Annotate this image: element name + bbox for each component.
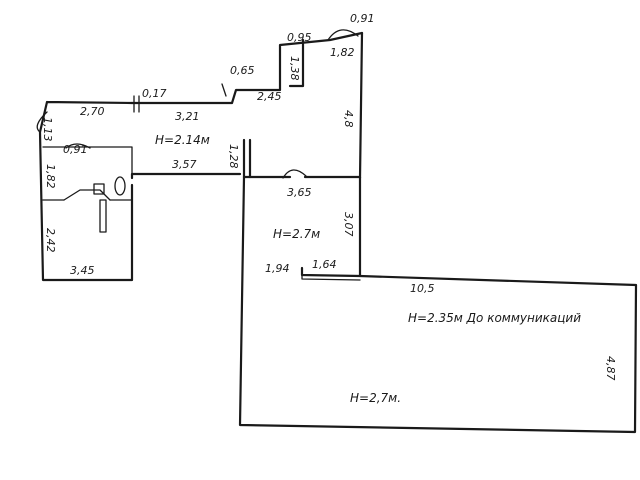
- dim-label: 0,91: [63, 143, 88, 156]
- corridor-right-wall: [358, 31, 364, 180]
- dim-label: 2,42: [44, 228, 57, 253]
- dim-label: 0,95: [287, 31, 312, 44]
- top-right-closet: [288, 38, 305, 88]
- height-label: H=2,7м.: [350, 391, 401, 405]
- dim-label: 1,38: [288, 56, 301, 81]
- dim-label: 3,21: [175, 110, 200, 123]
- corridor-notch: [133, 95, 140, 113]
- dim-label: 10,5: [410, 282, 435, 295]
- dim-label: 2,70: [80, 105, 105, 118]
- dim-label: 0,91: [350, 12, 375, 25]
- corridor-stub: [242, 138, 252, 179]
- bathtub-fixture: [63, 189, 111, 201]
- dim-label: 1,28: [227, 144, 240, 169]
- height-label: H=2.14м: [155, 133, 210, 147]
- dim-label: 1,82: [44, 164, 57, 189]
- dim-label: 4,87: [604, 356, 617, 381]
- middle-room-walls: [242, 175, 362, 278]
- hall-top-small: [221, 83, 227, 97]
- middle-room-door: [282, 169, 307, 179]
- corridor-top-wall: [130, 31, 364, 105]
- left-door-swing: [36, 111, 48, 133]
- pipe-fixture: [99, 199, 107, 233]
- height-label: H=2.35м До коммуникаций: [408, 311, 581, 325]
- dim-label: 3,45: [70, 264, 95, 277]
- top-right-door: [327, 29, 359, 41]
- dim-label: 1,13: [41, 117, 54, 142]
- toilet-fixture: [114, 176, 126, 196]
- sink-fixture: [93, 183, 105, 195]
- dim-label: 1,64: [312, 258, 337, 271]
- dim-label: 3,57: [172, 158, 197, 171]
- dim-label: 4,8: [342, 110, 355, 128]
- left-wing-outer-wall: [38, 100, 134, 282]
- dim-label: 0,17: [142, 87, 167, 100]
- corridor-bottom-wall: [130, 172, 242, 180]
- bathroom-door-swing: [65, 143, 91, 149]
- height-label: H=2.7м: [273, 227, 320, 241]
- dim-label: 1,94: [265, 262, 290, 275]
- hall-inner-wall: [301, 274, 361, 281]
- dim-label: 2,45: [257, 90, 282, 103]
- dim-label: 1,82: [330, 46, 355, 59]
- dim-label: 3,07: [342, 212, 355, 237]
- dim-label: 0,65: [230, 64, 255, 77]
- dim-label: 3,65: [287, 186, 312, 199]
